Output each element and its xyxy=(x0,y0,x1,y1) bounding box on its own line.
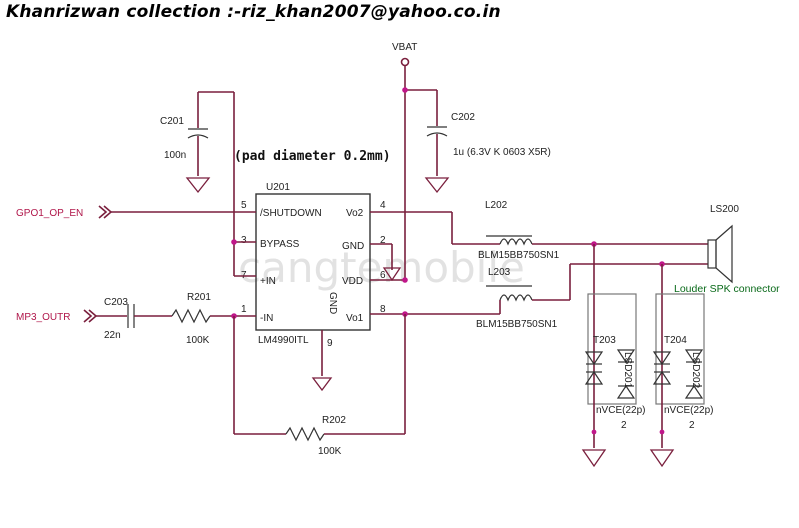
mp3-net-label: MP3_OUTR xyxy=(16,312,70,323)
resistor-r202: R202 100K xyxy=(233,314,406,457)
capacitor-c203: C203 22n xyxy=(104,297,172,341)
watermark: cangtemobile xyxy=(238,243,525,292)
net-port-icon xyxy=(98,205,108,219)
ground-icon xyxy=(581,449,607,468)
ground-icon xyxy=(382,267,402,282)
t203-diode: LSD201 xyxy=(622,352,633,389)
pin-3-number: 3 xyxy=(241,235,247,246)
gpo-net-label: GPO1_OP_EN xyxy=(16,208,83,219)
r202-value: 100K xyxy=(318,446,342,457)
pad-diameter-note: (pad diameter 0.2mm) xyxy=(234,149,391,164)
tvs-t204: T204 nVCE(22p) LSD202 2 xyxy=(649,264,713,468)
pin-inplus-name: +IN xyxy=(260,276,276,287)
pin-gnd-bottom-name: GND xyxy=(327,292,338,314)
vbat-supply: VBAT xyxy=(392,42,417,90)
pin-inminus-name: -IN xyxy=(260,313,273,324)
junction-dot xyxy=(231,239,237,245)
t204-diode: LSD202 xyxy=(690,352,701,389)
speaker-connector-label: Louder SPK connector xyxy=(674,283,780,295)
diode-icon xyxy=(684,349,704,364)
pin-vdd-name: VDD xyxy=(342,276,363,287)
l203-ref: L203 xyxy=(488,267,511,278)
pin-6-number: 6 xyxy=(380,270,386,281)
pin-gnd-name: GND xyxy=(342,241,364,252)
t203-part: nVCE(22p) xyxy=(596,405,645,416)
pin-4-number: 4 xyxy=(380,200,386,211)
ground-icon xyxy=(424,177,450,194)
t204-ref: T204 xyxy=(664,335,687,346)
t203-pin: 2 xyxy=(621,420,627,431)
ground-icon xyxy=(311,377,333,392)
r201-ref: R201 xyxy=(187,292,211,303)
ground-icon xyxy=(649,449,675,468)
ground-icon xyxy=(185,177,211,194)
c201-value: 100n xyxy=(164,150,186,161)
resistor-r201: R201 100K xyxy=(171,292,234,346)
junction-dot xyxy=(402,277,408,283)
c201-ref: C201 xyxy=(160,116,184,127)
pin-shutdown-name: /SHUTDOWN xyxy=(260,208,322,219)
diode-icon xyxy=(652,351,672,366)
pin-5-number: 5 xyxy=(241,200,247,211)
pin-vo2-name: Vo2 xyxy=(346,208,364,219)
t204-part: nVCE(22p) xyxy=(664,405,713,416)
r201-value: 100K xyxy=(186,335,210,346)
capacitor-c201: C201 100n xyxy=(160,91,235,242)
pin-bypass-name: BYPASS xyxy=(260,239,300,250)
junction-dot xyxy=(659,429,665,435)
inductor-l202: L202 BLM15BB750SN1 xyxy=(478,200,560,261)
junction-dot xyxy=(591,429,597,435)
pin-9-number: 9 xyxy=(327,338,333,349)
t203-ref: T203 xyxy=(593,335,616,346)
net-port-icon xyxy=(83,309,93,323)
c202-value: 1u (6.3V K 0603 X5R) xyxy=(453,147,551,158)
c203-value: 22n xyxy=(104,330,121,341)
tvs-t203: T203 nVCE(22p) LSD201 2 xyxy=(581,244,645,468)
pin-2-number: 2 xyxy=(380,235,386,246)
pin-vo1-name: Vo1 xyxy=(346,313,364,324)
gpo-net: GPO1_OP_EN xyxy=(16,205,234,219)
l202-part: BLM15BB750SN1 xyxy=(478,250,560,261)
inductor-l203: L203 BLM15BB750SN1 xyxy=(476,264,571,330)
capacitor-c202: C202 1u (6.3V K 0603 X5R) xyxy=(424,112,551,194)
speaker-ls200: LS200 Louder SPK connector xyxy=(674,204,780,295)
u201-part: LM4990ITL xyxy=(258,335,309,346)
ls200-ref: LS200 xyxy=(710,204,739,215)
diode-icon xyxy=(584,351,604,366)
r202-ref: R202 xyxy=(322,415,346,426)
diode-icon xyxy=(616,349,636,364)
c202-ref: C202 xyxy=(451,112,475,123)
pin-1-number: 1 xyxy=(241,304,247,315)
u201-ref: U201 xyxy=(266,182,290,193)
vbat-terminal-icon xyxy=(400,57,410,67)
header-title: Khanrizwan collection :-riz_khan2007@yah… xyxy=(6,2,501,22)
l202-ref: L202 xyxy=(485,200,508,211)
c203-ref: C203 xyxy=(104,297,128,308)
l203-part: BLM15BB750SN1 xyxy=(476,319,558,330)
junction-dot xyxy=(402,87,408,93)
mp3-net: MP3_OUTR xyxy=(16,309,127,323)
vbat-label: VBAT xyxy=(392,42,417,53)
t204-pin: 2 xyxy=(689,420,695,431)
pin-8-number: 8 xyxy=(380,304,386,315)
